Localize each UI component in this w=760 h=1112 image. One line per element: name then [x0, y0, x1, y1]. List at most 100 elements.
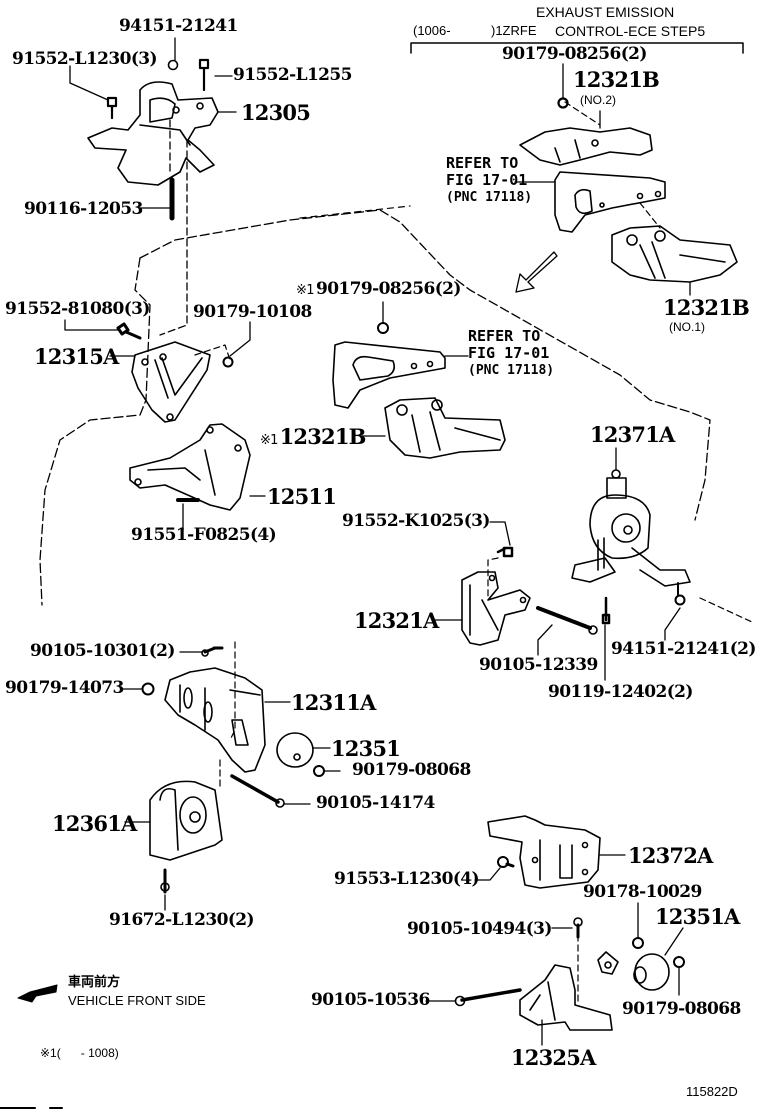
bolt-drawing [496, 546, 514, 558]
part-label-12321B-no1[interactable]: 12321B [663, 295, 750, 320]
title-line1: EXHAUST EMISSION [536, 4, 675, 20]
part-label-90116-12053[interactable]: 90116-12053 [24, 199, 143, 219]
part-label-90119-12402-2[interactable]: 90119-12402(2) [548, 682, 693, 702]
part-label-12315A[interactable]: 12315A [34, 344, 119, 369]
nut-drawing [313, 765, 325, 777]
part-label-91552-L1230-3[interactable]: 91552-L1230(3) [12, 49, 158, 69]
part-label-90105-10301-2[interactable]: 90105-10301(2) [30, 641, 175, 661]
note-marker: ※1 [296, 283, 315, 298]
nut-drawing [632, 937, 644, 949]
engine-outline-dash-right [699, 597, 753, 623]
part-label-12305[interactable]: 12305 [241, 100, 311, 125]
dash-line [159, 139, 188, 336]
footnote-text: ( - 1008) [56, 1046, 119, 1060]
part-label-12311A[interactable]: 12311A [291, 690, 376, 715]
engine-outline-dashed-left [39, 257, 151, 606]
part-12311A-drawing [164, 667, 266, 773]
part-label-12321B-no2[interactable]: 12321B [573, 67, 660, 92]
bolt-drawing [160, 868, 170, 894]
engine-outline-dashed [139, 209, 711, 521]
part-12305-drawing [87, 81, 219, 186]
bracket-fig17-top-drawing [554, 171, 666, 233]
part-12321B-mid-drawing [384, 397, 506, 459]
title-bracket [410, 42, 744, 54]
vehicle-front-label-en: VEHICLE FRONT SIDE [68, 993, 206, 1008]
part-label-90179-10108[interactable]: 90179-10108 [193, 302, 312, 322]
bolt-drawing [573, 917, 583, 939]
leader-lines [64, 37, 691, 1046]
bolt-drawing [116, 322, 142, 340]
part-label-91672-L1230-2[interactable]: 91672-L1230(2) [109, 910, 255, 930]
nut-drawing [167, 59, 179, 71]
part-12351A-drawing [633, 953, 670, 991]
bolt-drawing [198, 58, 210, 92]
part-label-94151-21241[interactable]: 94151-21241 [119, 16, 238, 36]
part-12321A-drawing [461, 571, 531, 646]
vehicle-front-label-jp: 車両前方 [68, 975, 121, 990]
figure-id: 115822D [686, 1084, 738, 1099]
dash-line [487, 557, 499, 601]
part-12321B-no1-drawing [611, 225, 738, 283]
part-label-90105-14174[interactable]: 90105-14174 [316, 793, 435, 813]
part-label-12351[interactable]: 12351 [331, 736, 401, 761]
part-label-91552-K1025-3[interactable]: 91552-K1025(3) [342, 511, 490, 531]
dash-line [639, 202, 661, 229]
part-12361A-drawing [149, 780, 223, 861]
refer-line3: (PNC 17118) [446, 190, 533, 205]
nut-drawing [377, 322, 389, 334]
bolt-drawing [536, 606, 598, 635]
part-label-90179-14073[interactable]: 90179-14073 [5, 678, 124, 698]
part-label-12351A[interactable]: 12351A [655, 904, 740, 929]
part-label-90105-12339[interactable]: 90105-12339 [479, 655, 598, 675]
part-label-91553-L1230-4[interactable]: 91553-L1230(4) [334, 869, 480, 889]
bracket-drawing [597, 951, 619, 975]
part-12511-drawing [129, 423, 251, 511]
dash-line [194, 344, 231, 361]
part-label-12321B-mid[interactable]: ※112321B [260, 426, 366, 447]
part-number: 12321B [279, 424, 367, 449]
refer-line2: FIG 17-01 [468, 344, 550, 362]
refer-line1: REFER TO [446, 154, 519, 172]
dash-line [564, 101, 601, 126]
part-label-91552-81080-3[interactable]: 91552-81080(3) [5, 299, 150, 319]
refer-fig-17-01-mid[interactable]: REFER TO FIG 17-01 (PNC 17118) [468, 328, 554, 379]
engine-outline-dash-top [299, 205, 411, 219]
part-label-12371A[interactable]: 12371A [590, 422, 675, 447]
title-engine: )1ZRFE [491, 23, 537, 38]
part-label-90105-10536[interactable]: 90105-10536 [311, 990, 430, 1010]
footnote-1: ※1( - 1008) [40, 1047, 119, 1059]
part-label-90179-08068-b[interactable]: 90179-08068 [622, 999, 741, 1019]
footnote-marker: ※1 [40, 1046, 57, 1060]
bolt-drawing [230, 774, 285, 808]
bolt-drawing [106, 96, 118, 120]
bracket-fig17-mid-drawing [332, 341, 446, 409]
part-label-94151-21241-2[interactable]: 94151-21241(2) [611, 639, 756, 659]
part-label-12511[interactable]: 12511 [267, 484, 337, 509]
part-12315A-drawing [131, 341, 211, 423]
refer-line2: FIG 17-01 [446, 171, 528, 189]
nut-drawing [674, 582, 686, 606]
part-label-91552-L1255[interactable]: 91552-L1255 [233, 65, 352, 85]
title-range: (1006- [413, 23, 451, 38]
part-label-90178-10029[interactable]: 90178-10029 [583, 882, 702, 902]
part-label-12321A[interactable]: 12321A [354, 608, 439, 633]
part-12351-drawing [276, 732, 314, 768]
part-label-90105-10494-3[interactable]: 90105-10494(3) [407, 919, 552, 939]
part-label-12372A[interactable]: 12372A [628, 843, 713, 868]
nut-drawing [141, 682, 155, 696]
part-label-90179-08256-2-top[interactable]: 90179-08256(2) [502, 44, 647, 64]
refer-line1: REFER TO [468, 327, 541, 345]
part-label-12325A[interactable]: 12325A [511, 1045, 596, 1070]
part-label-12361A[interactable]: 12361A [52, 811, 137, 836]
bolt-drawing [201, 646, 224, 657]
part-12325A-drawing [519, 964, 613, 1031]
refer-fig-17-01-top[interactable]: REFER TO FIG 17-01 (PNC 17118) [446, 155, 532, 206]
part-sub-no2: (NO.2) [580, 93, 616, 107]
part-12372A-drawing [487, 815, 601, 889]
dash-line [229, 641, 236, 741]
part-label-90179-08068-a[interactable]: 90179-08068 [352, 760, 471, 780]
part-label-91551-F0825-4[interactable]: 91551-F0825(4) [131, 525, 277, 545]
